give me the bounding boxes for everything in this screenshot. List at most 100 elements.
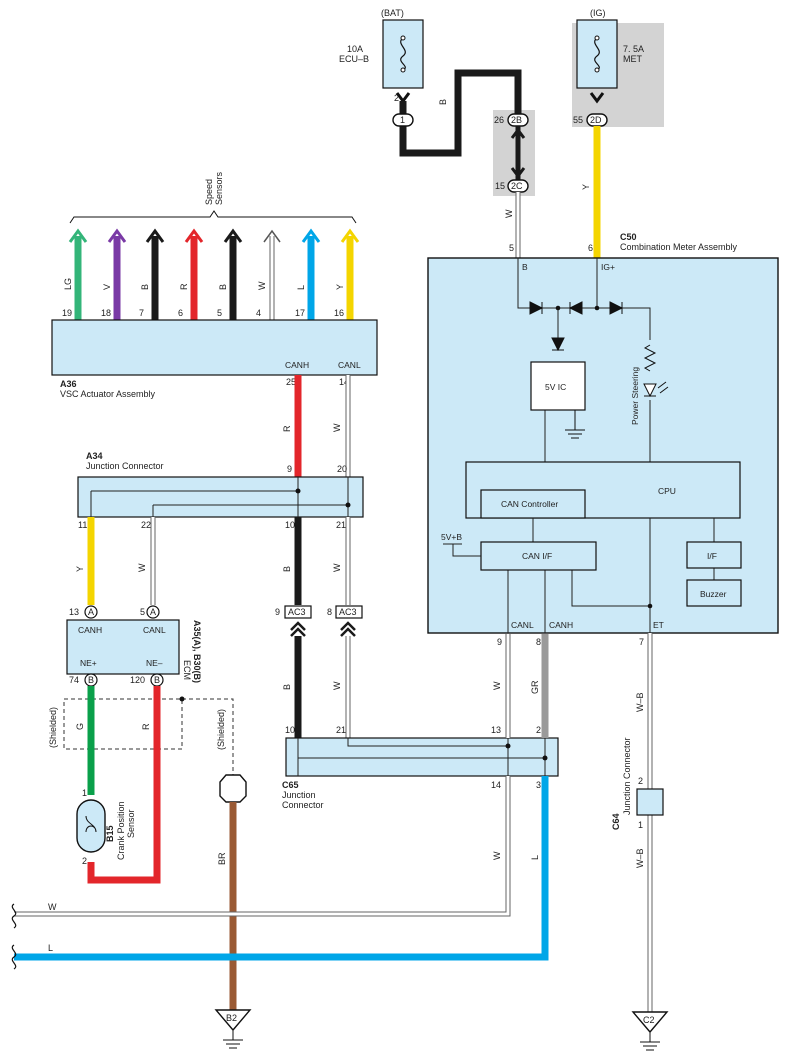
speed-wire-code: L (296, 285, 306, 290)
c50-buzzer-label: Buzzer (700, 589, 727, 599)
b15-pin-1: 1 (82, 788, 87, 798)
conn-1-pill (392, 113, 414, 127)
arrow-up-icon (68, 228, 88, 243)
arrow-up-icon (263, 229, 281, 243)
bus-l-code: L (48, 943, 53, 953)
diode-icon-2 (568, 301, 583, 315)
a34-pin-21: 21 (336, 520, 346, 530)
c65-id: C65 (282, 780, 299, 790)
c50-pin-5: 5 (509, 243, 514, 253)
a34-name: Junction Connector (86, 461, 164, 471)
c65-name-2: Connector (282, 800, 324, 810)
ac3-right-label: AC3 (339, 607, 357, 617)
wire-br-code: BR (217, 852, 227, 865)
ac3-right (335, 605, 363, 619)
ac3-pin-9: 9 (275, 607, 280, 617)
c65-pin-3: 3 (536, 780, 541, 790)
wire-b3-code: B (282, 684, 292, 690)
speed-sensor-pin: 16 (334, 308, 344, 318)
a36-canl: CANL (338, 360, 361, 370)
ecm-pin-5: 5 (140, 607, 145, 617)
speed-wire-code: Y (335, 284, 345, 290)
ig-fuse-icon (594, 37, 600, 71)
pin-55: 55 (573, 115, 583, 125)
a34-box (77, 476, 364, 518)
speed-wire-code: B (140, 284, 150, 290)
ecm-name: ECM (182, 660, 192, 680)
wire-r2-code: R (141, 723, 151, 730)
ecm-canh: CANH (78, 625, 102, 635)
c50-5v-ic-label: 5V IC (545, 382, 566, 392)
ground-b2-label: B2 (226, 1013, 237, 1023)
ecm-pin-13: 13 (69, 607, 79, 617)
diode-icon-1 (529, 301, 544, 315)
b15-name-1: Crank Position (116, 801, 126, 860)
c64-id: C64 (611, 813, 621, 830)
break-icon-l (11, 944, 17, 970)
c50-cpu-lines (507, 518, 715, 633)
ground-c2-label: C2 (643, 1015, 655, 1025)
speed-sensor-pin: 7 (139, 308, 144, 318)
ac3-chevron-icon-left (290, 621, 306, 637)
ecm-canl: CANL (143, 625, 166, 635)
c50-pin-9: 9 (497, 637, 502, 647)
arrow-up-icon (510, 127, 526, 139)
b15-name-2: Sensor (126, 809, 136, 838)
a34-pin-9: 9 (287, 464, 292, 474)
a36-pin-14: 14 (339, 377, 349, 387)
speed-label-2: Sensors (214, 171, 224, 205)
diode-icon-3 (609, 301, 624, 315)
c50-name: Combination Meter Assembly (620, 242, 738, 252)
wire-w4-code: W (332, 681, 342, 690)
wire-y-code: Y (581, 184, 591, 190)
a34-bus-h (91, 490, 348, 506)
bat-tag: (BAT) (381, 8, 404, 18)
ecm-pin-120: 120 (130, 675, 145, 685)
ac3-chevron-icon-right (340, 621, 356, 637)
wire-w-code: W (504, 209, 514, 218)
speed-wire-code: LG (63, 278, 73, 290)
c50-can-controller-label: CAN Controller (501, 499, 558, 509)
c50-term-b: B (522, 262, 528, 272)
c65-pin-21: 21 (336, 725, 346, 735)
speed-wire-code: B (218, 284, 228, 290)
speed-wire-code: W (257, 281, 267, 290)
c50-id: C50 (620, 232, 637, 242)
speed-label-1: Speed (204, 179, 214, 205)
arrow-up-icon (145, 228, 165, 243)
wire-wb2-code: W–B (635, 848, 645, 868)
ig-fuse-box (576, 19, 618, 89)
led-rays-icon (657, 381, 669, 394)
c64-name: Junction Connector (622, 737, 632, 815)
conn-1-label: 1 (400, 115, 405, 125)
c50-pin-6: 6 (588, 243, 593, 253)
ground-icon-c50 (565, 410, 585, 439)
a36-canh: CANH (285, 360, 309, 370)
ecm-conn-b1: B (88, 675, 94, 685)
ecm-nem: NE– (146, 658, 163, 668)
b15-pin-2: 2 (82, 856, 87, 866)
wire-ecm-b15-r (87, 686, 161, 884)
ecm-box (66, 619, 180, 675)
conn-2b-label: 2B (511, 115, 522, 125)
a34-pin-22: 22 (141, 520, 151, 530)
a34-pin-20: 20 (337, 464, 347, 474)
c65-box (285, 737, 559, 777)
ecm-conn-a1: A (88, 607, 94, 617)
speed-sensor-pin: 17 (295, 308, 305, 318)
c50-if-label: I/F (707, 551, 717, 561)
c50-can-controller (480, 489, 586, 519)
bus-w-code: W (48, 902, 57, 912)
ground-b2-icon (214, 1009, 252, 1032)
shield-box (63, 698, 183, 750)
a36-id: A36 (60, 379, 77, 389)
c50-pin-7: 7 (639, 637, 644, 647)
pin-26: 26 (494, 115, 504, 125)
diode-icon-4 (551, 337, 565, 352)
ecm-pin-74: 74 (69, 675, 79, 685)
ac3-pin-8: 8 (327, 607, 332, 617)
ig-arrow-icon (589, 92, 605, 104)
bus-l (14, 776, 549, 961)
ecm-conn-b2: B (154, 675, 160, 685)
